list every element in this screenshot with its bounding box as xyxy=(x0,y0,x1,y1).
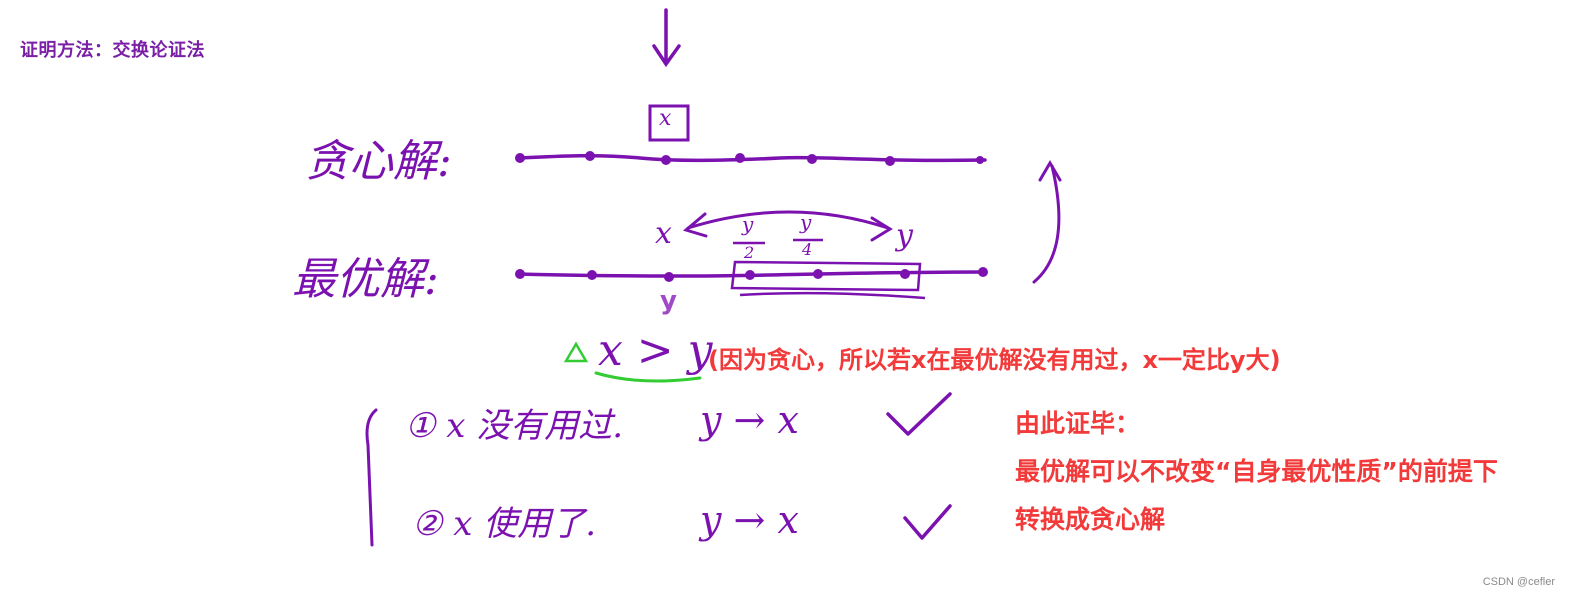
fraction2-top: y xyxy=(800,210,812,234)
conclusion-line-1: 由此证毕： xyxy=(1015,409,1141,438)
x-label: x xyxy=(655,216,672,251)
case-brace xyxy=(365,408,378,547)
case-1-text: ① x 没有用过. xyxy=(405,406,624,446)
boxed-x-label: x xyxy=(659,106,672,131)
check-icon-1 xyxy=(886,392,952,436)
greedy-solution-label: 贪心解: xyxy=(305,136,452,187)
page-title: 证明方法：交换论证法 xyxy=(20,40,205,61)
conclusion-block: 由此证毕： 最优解可以不改变“自身最优性质”的前提下 转换成贪心解 xyxy=(1015,400,1498,544)
fraction1-bottom: 2 xyxy=(744,243,755,262)
boxed-x-square xyxy=(648,104,690,142)
conclusion-line-3: 转换成贪心解 xyxy=(1015,505,1166,534)
greedy-note: (因为贪心，所以若x在最优解没有用过，x一定比y大) xyxy=(708,346,1281,374)
y-position-label: y xyxy=(660,286,677,316)
curved-up-arrow-icon xyxy=(1032,160,1062,284)
optimal-solution-label: 最优解: xyxy=(292,254,439,305)
greedy-points xyxy=(515,151,984,166)
triangle-icon xyxy=(563,341,589,363)
case-2-mapping: y → x xyxy=(700,498,799,542)
watermark: CSDN @cefler xyxy=(1482,576,1555,588)
check-icon-2 xyxy=(903,504,952,540)
optimal-points xyxy=(515,267,988,282)
conclusion-line-2: 最优解可以不改变“自身最优性质”的前提下 xyxy=(1015,457,1498,486)
case-1-mapping: y → x xyxy=(700,398,799,442)
fraction-bars xyxy=(733,238,823,245)
fraction2-bottom: 4 xyxy=(802,240,813,259)
segment-box xyxy=(730,260,922,292)
down-arrow-icon xyxy=(652,8,681,68)
optimal-solution-line xyxy=(518,270,987,278)
swap-double-arrow-icon xyxy=(682,210,893,242)
case-2-text: ② x 使用了. xyxy=(412,504,597,544)
y-label: y xyxy=(896,218,913,253)
green-underline xyxy=(594,371,702,383)
fraction1-top: y xyxy=(742,212,754,236)
segment-underline xyxy=(739,291,926,300)
inequality: x > y xyxy=(598,325,713,376)
